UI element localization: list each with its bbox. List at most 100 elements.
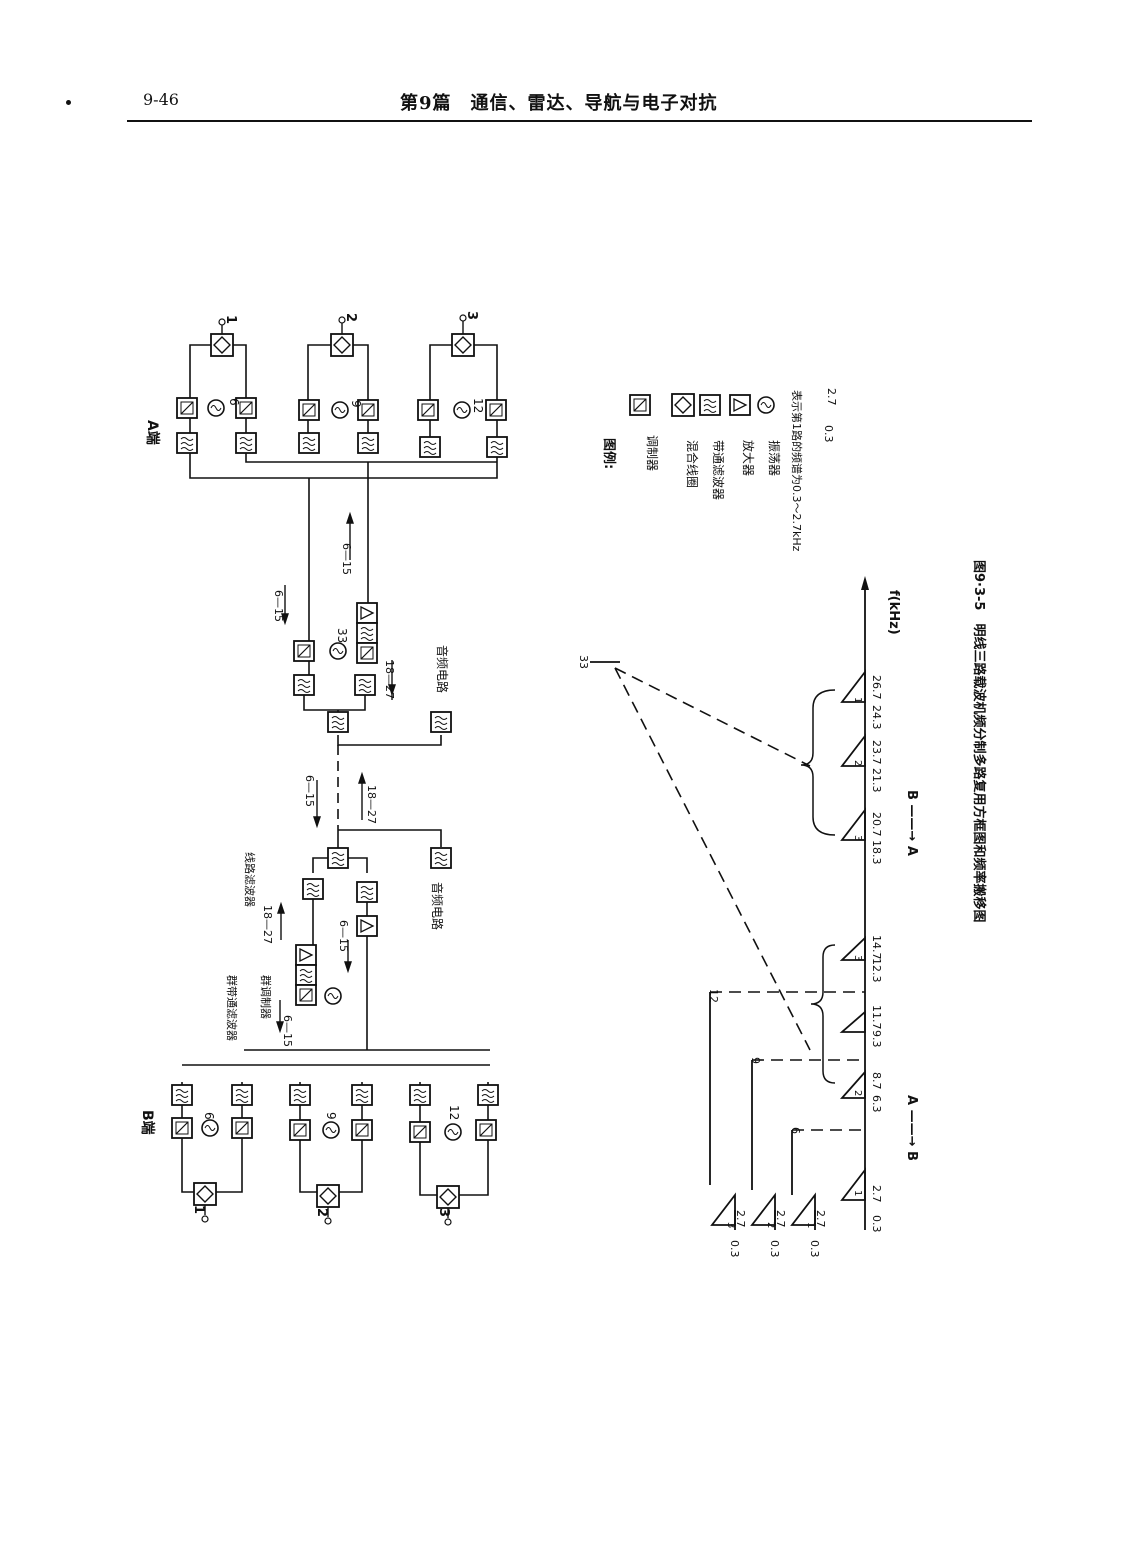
- a-channel-2: 2: [343, 313, 358, 322]
- b-mod-2b: [351, 1119, 373, 1141]
- b-bpf-3b: [477, 1084, 499, 1106]
- b-mod-3b: [475, 1119, 497, 1141]
- tick-low-7: 14.7: [870, 935, 883, 960]
- a-osc-3: [453, 401, 471, 419]
- b-group-amp: [356, 915, 378, 937]
- a-carrier-1: 6: [227, 398, 241, 406]
- legend-note-low: 0.3: [822, 425, 835, 443]
- b-mod-1b: [231, 1117, 253, 1139]
- band-mid-6-15: 6—15: [303, 775, 316, 807]
- a-mod-3b: [485, 399, 507, 421]
- tick-low-0: 0.3: [870, 1215, 883, 1233]
- dir-ab: A ——→ B: [904, 1095, 919, 1161]
- input-low-2: 0.3: [768, 1240, 781, 1258]
- spectrum-braces: [800, 689, 836, 1084]
- a-bpf-2b: [357, 432, 379, 454]
- page-number: 9-46: [143, 90, 179, 109]
- band-b-6-15-c: 6—15: [281, 1015, 294, 1047]
- b-hybrid-3: [436, 1185, 460, 1209]
- b-carrier-2: 9: [324, 1112, 338, 1120]
- b-mod-1a: [171, 1117, 193, 1139]
- tick-high-0: 18.3: [870, 840, 883, 865]
- header-rule: [127, 120, 1032, 122]
- legend-note-high: 2.7: [825, 388, 838, 406]
- b-line-filter: [327, 847, 349, 869]
- tri-num-1a: 1: [852, 1190, 863, 1196]
- tick-high-5: 26.7: [870, 675, 883, 700]
- a-mod-3a: [417, 399, 439, 421]
- legend-symbol-amplifier: [729, 394, 751, 416]
- input-low-3: 0.3: [808, 1240, 821, 1258]
- tick-low-5: 11.7: [870, 1005, 883, 1030]
- axis-label: f(kHz): [886, 590, 901, 635]
- band-a-6-15: 6—15: [272, 590, 285, 622]
- input-low-1: 0.3: [728, 1240, 741, 1258]
- a-line-filter: [327, 711, 349, 733]
- legend-label-modulator: 调制器: [645, 435, 659, 471]
- a-osc-2: [331, 401, 349, 419]
- a-osc-1: [207, 399, 225, 417]
- spectrum-lines: [590, 583, 866, 1230]
- b-group-bpf: [295, 964, 317, 986]
- tri-num-3b: 3: [852, 835, 863, 841]
- legend-label-oscillator: 振荡器: [767, 440, 781, 476]
- a-hybrid-3: [451, 333, 475, 357]
- b-bpf-2a: [289, 1084, 311, 1106]
- b-osc-3: [444, 1123, 462, 1141]
- b-carrier-1: 6: [202, 1112, 216, 1120]
- legend-title: 图例:: [601, 438, 617, 469]
- b-group-amp2: [295, 944, 317, 966]
- group-filter-label: 群带通滤波器: [225, 975, 239, 1041]
- tri-num-2a: 2: [852, 1090, 863, 1096]
- a-group-mod: [293, 640, 315, 662]
- input-high-3: 2.7: [814, 1210, 827, 1228]
- diagram-wiring: [181, 344, 498, 1196]
- band-mid-18-27: 18—27: [365, 785, 378, 824]
- tick-low-4: 9.3: [870, 1030, 883, 1048]
- legend-spectrum-note: 表示第1路的频谱为0.3～2.7kHz: [790, 390, 804, 552]
- b-osc-1: [201, 1119, 219, 1137]
- b-mod-2a: [289, 1119, 311, 1141]
- b-audio-filter: [430, 847, 452, 869]
- audio-circuit-b: 音频电路: [430, 882, 445, 930]
- input-high-1: 2.7: [734, 1210, 747, 1228]
- tick-low-2: 6.3: [870, 1095, 883, 1113]
- b-group-bpf-tx: [356, 881, 378, 903]
- legend-symbol-hybrid: [671, 393, 695, 417]
- carrier-33-label: 33: [577, 655, 590, 669]
- b-group-osc: [324, 987, 342, 1005]
- tick-low-3: 8.7: [870, 1072, 883, 1090]
- b-osc-2: [322, 1121, 340, 1139]
- a-group-osc: [329, 642, 347, 660]
- legend-symbol-bandpass: [699, 394, 721, 416]
- b-hybrid-1: [193, 1182, 217, 1206]
- b-channel-3: 3: [436, 1208, 451, 1217]
- band-a-6-15-b: 6—15: [340, 543, 353, 575]
- tick-high-1: 20.7: [870, 812, 883, 837]
- tri-num-2b: 2: [852, 760, 863, 766]
- b-group-bpf-rx: [302, 878, 324, 900]
- a-mod-2a: [298, 399, 320, 421]
- tick-high-4: 24.3: [870, 705, 883, 730]
- a-bpf-2a: [298, 432, 320, 454]
- input-high-2: 2.7: [774, 1210, 787, 1228]
- legend-label-amplifier: 放大器: [741, 440, 756, 476]
- tick-low-6: 12.3: [870, 958, 883, 983]
- carrier-9-label: 9: [749, 1057, 762, 1064]
- margin-dot: [66, 100, 71, 105]
- legend-label-bandpass: 带通滤波器: [711, 440, 725, 500]
- legend-symbol-oscillator: [757, 396, 775, 414]
- carrier-12-label: 12: [707, 989, 720, 1003]
- b-channel-2: 2: [314, 1208, 329, 1217]
- band-b-6-15: 6—15: [337, 920, 350, 952]
- in-num-3: 3: [725, 1222, 736, 1228]
- a-group-bpf: [356, 622, 378, 644]
- tick-high-2: 21.3: [870, 768, 883, 793]
- a-hybrid-2: [330, 333, 354, 357]
- a-audio-filter: [430, 711, 452, 733]
- a-channel-1: 1: [223, 315, 238, 324]
- b-mod-3a: [409, 1121, 431, 1143]
- b-bpf-1b: [231, 1084, 253, 1106]
- spectrum-dashed: [614, 667, 865, 1131]
- a-channel-3: 3: [464, 311, 479, 320]
